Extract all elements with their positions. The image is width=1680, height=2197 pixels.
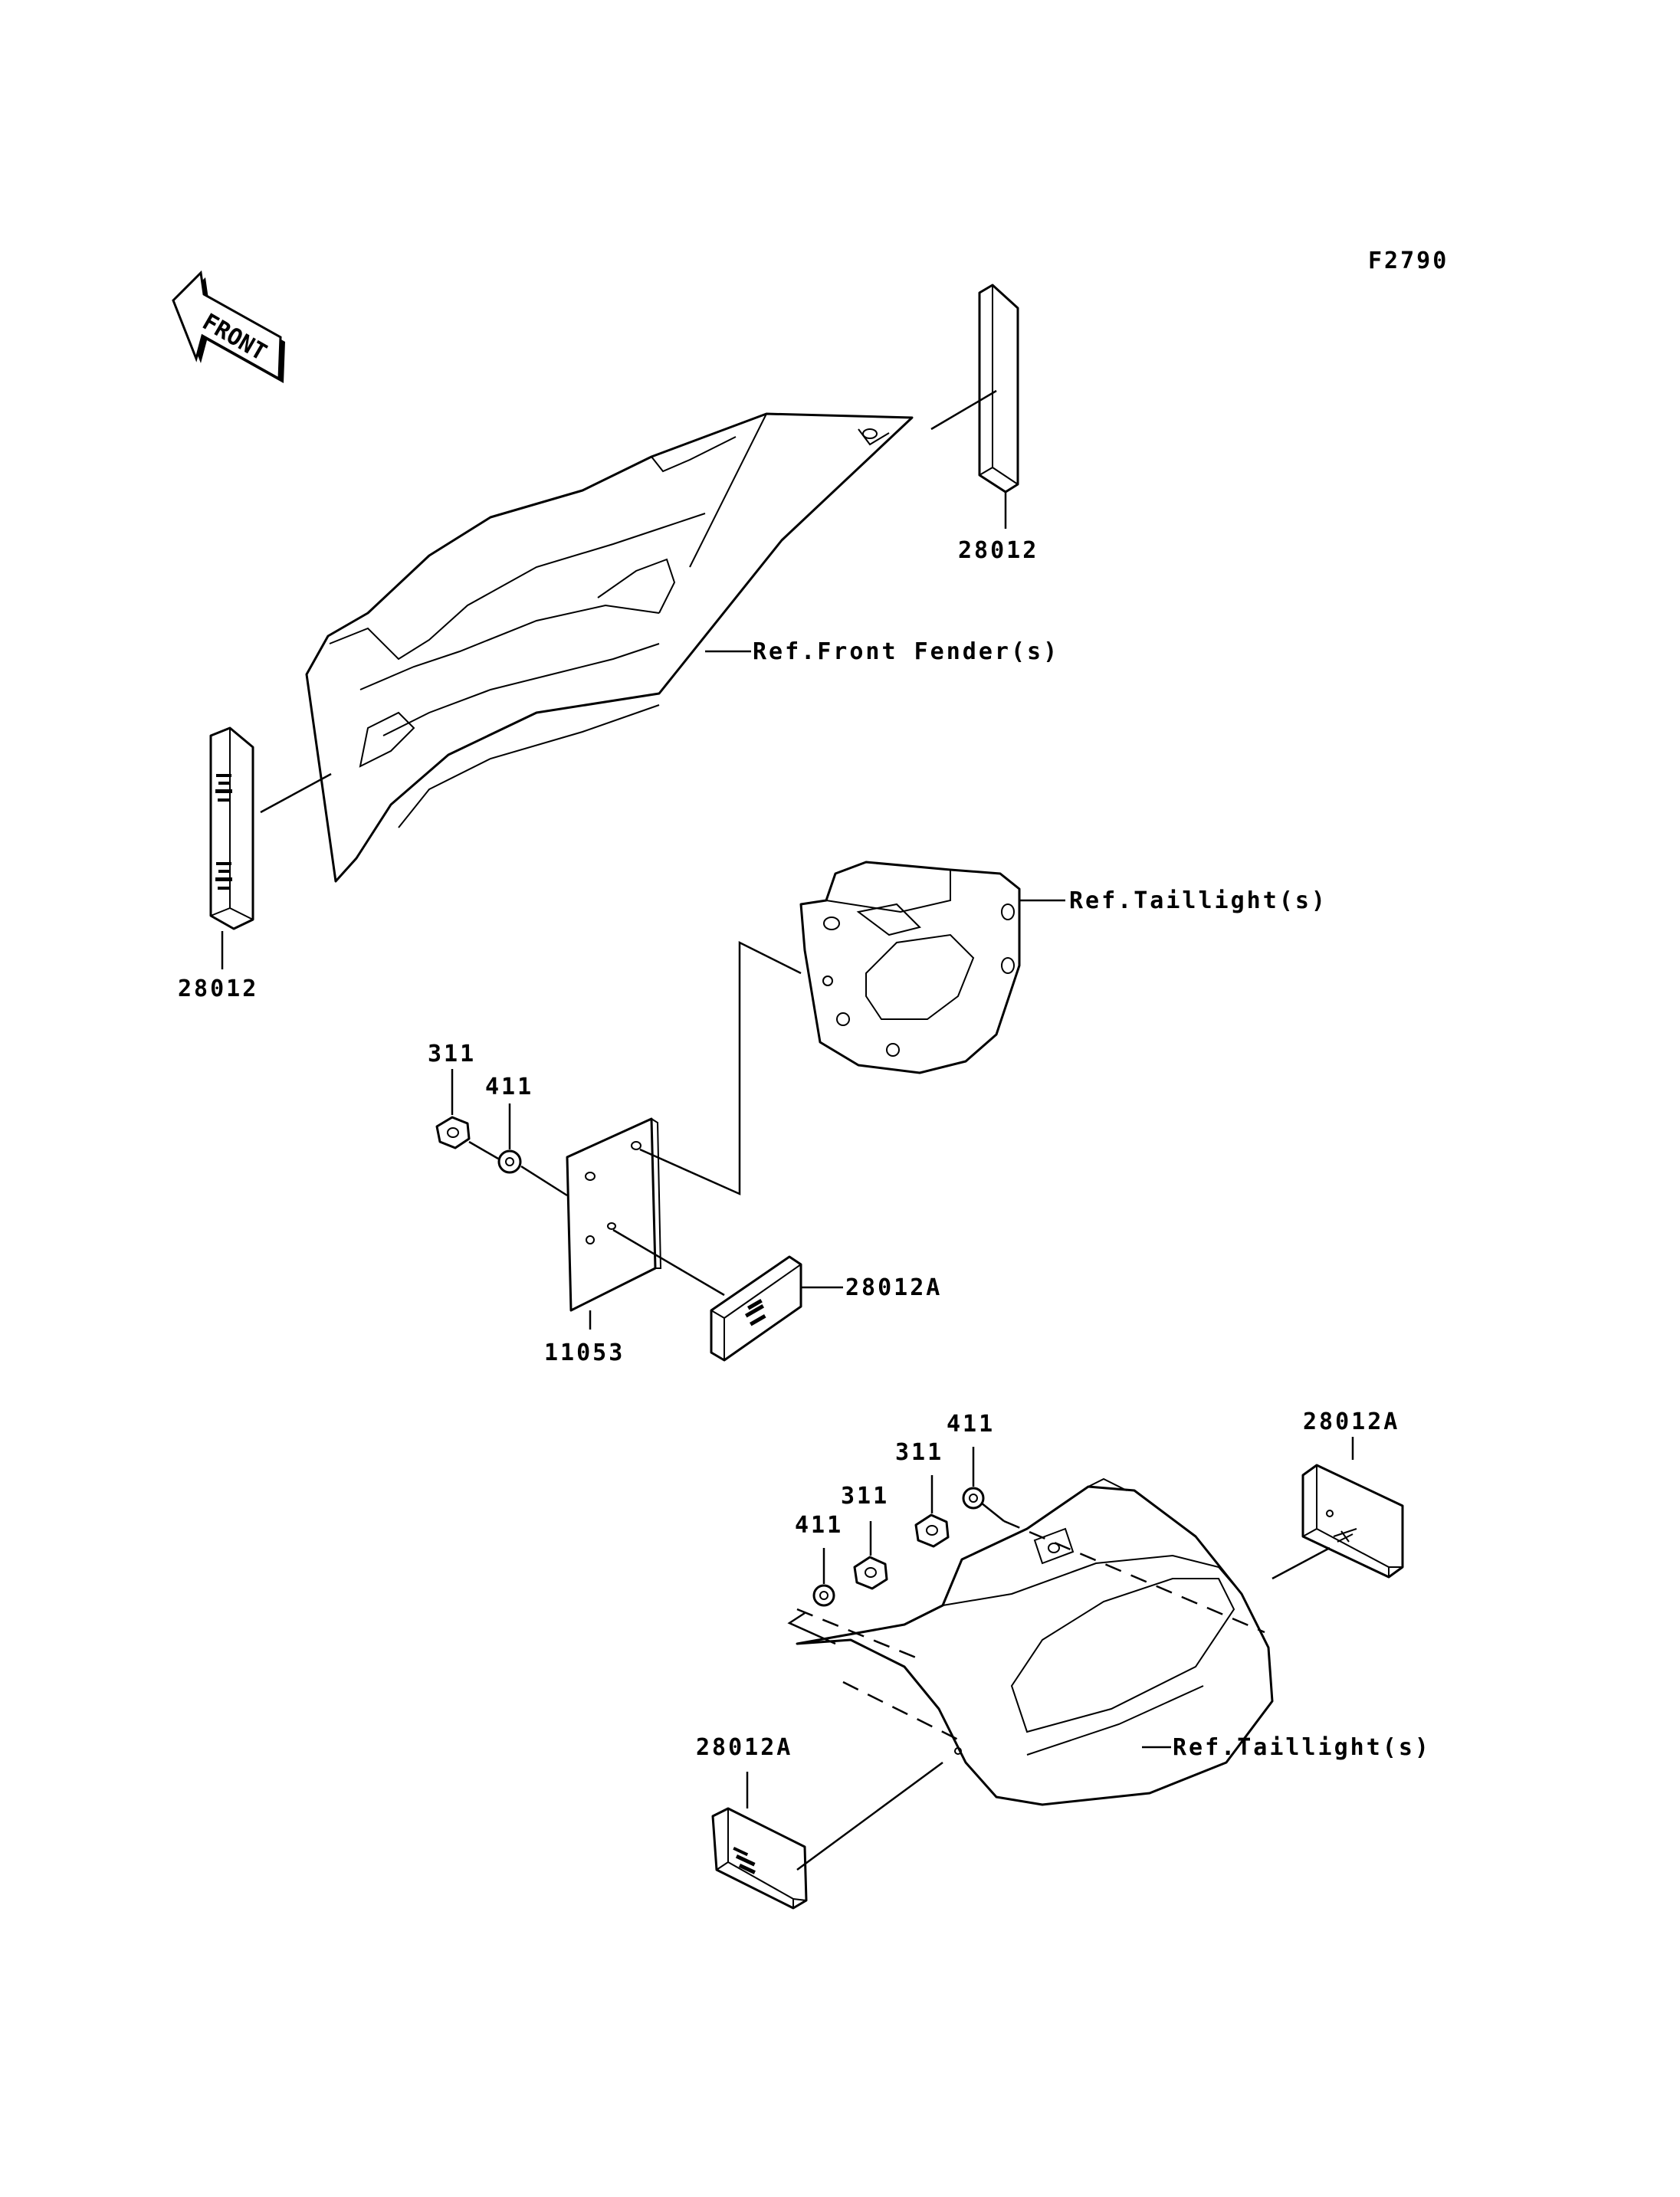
callout-ref-front-fender: Ref.Front Fender(s) bbox=[753, 638, 1059, 665]
callout-311-upper: 311 bbox=[428, 1041, 476, 1067]
callout-28012A-lower-left: 28012A bbox=[696, 1734, 792, 1761]
reflector-lower-right bbox=[1301, 1464, 1404, 1579]
washer-lower-right bbox=[962, 1487, 985, 1510]
front-fender bbox=[305, 412, 914, 883]
reflector-mid bbox=[710, 1255, 802, 1362]
callout-11053: 11053 bbox=[544, 1340, 625, 1366]
nut-lower-left bbox=[853, 1556, 888, 1590]
washer-upper bbox=[497, 1149, 522, 1174]
callout-28012A-mid: 28012A bbox=[845, 1274, 942, 1301]
washer-lower-left bbox=[812, 1584, 835, 1607]
callout-411-lower-right: 411 bbox=[947, 1411, 995, 1438]
license-bracket-plate bbox=[566, 1117, 662, 1312]
callout-ref-taillight-upper: Ref.Taillight(s) bbox=[1069, 887, 1327, 914]
callout-311-lower-left: 311 bbox=[841, 1483, 889, 1510]
nut-lower-right bbox=[914, 1513, 950, 1548]
reflector-lower-left bbox=[711, 1807, 808, 1910]
figure-code: F2790 bbox=[1368, 248, 1449, 274]
callout-ref-taillight-lower: Ref.Taillight(s) bbox=[1173, 1734, 1431, 1761]
nut-upper bbox=[435, 1116, 471, 1149]
callout-28012-top: 28012 bbox=[958, 537, 1039, 564]
reflector-left bbox=[209, 726, 254, 930]
callout-28012-left: 28012 bbox=[178, 976, 258, 1002]
callout-28012A-lower-right: 28012A bbox=[1303, 1408, 1399, 1435]
front-arrow-icon: FRONT bbox=[172, 270, 285, 383]
callout-411-upper: 411 bbox=[485, 1074, 533, 1100]
callout-411-lower-left: 411 bbox=[795, 1512, 843, 1539]
callout-311-lower-right: 311 bbox=[895, 1439, 943, 1466]
reflector-top-right bbox=[978, 284, 1019, 494]
taillight-housing-lower bbox=[796, 1477, 1274, 1806]
taillight-bracket-upper bbox=[799, 861, 1021, 1074]
